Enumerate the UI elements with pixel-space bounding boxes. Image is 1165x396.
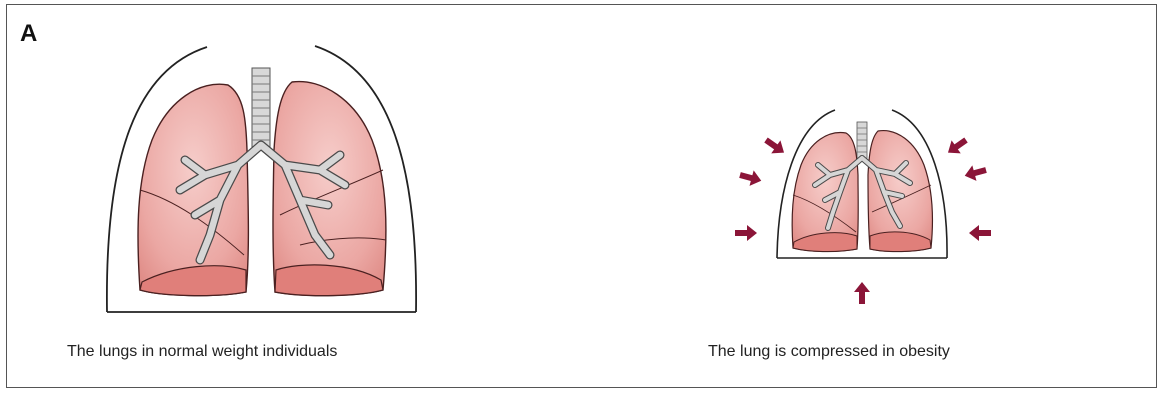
right-lung [273,82,386,296]
arrow-lower-right [969,225,991,241]
caption-obesity: The lung is compressed in obesity [708,343,950,361]
arrow-bottom [854,282,870,304]
normal-lungs-diagram [107,46,416,312]
caption-normal-weight: The lungs in normal weight individuals [67,343,337,361]
arrow-upper-right [943,133,970,159]
arrow-upper-left [761,133,788,159]
arrow-mid-left [738,167,763,188]
compressed-lungs-diagram [735,110,991,304]
trachea [252,68,270,148]
left-lung [138,84,248,295]
arrow-lower-left [735,225,757,241]
trachea-compressed [857,122,867,160]
arrow-mid-right [963,162,988,183]
